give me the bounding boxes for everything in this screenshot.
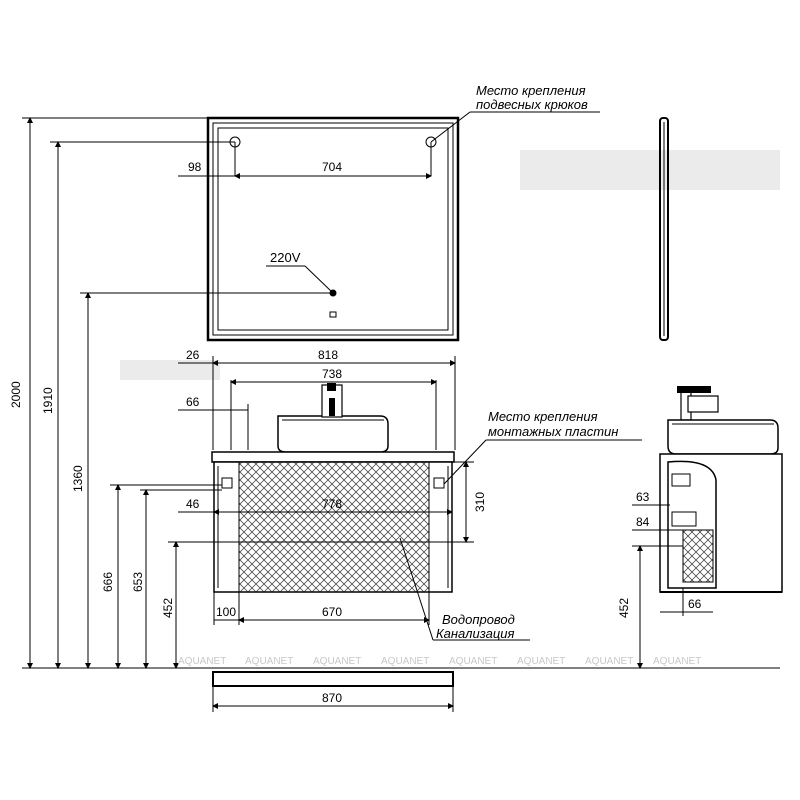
mirror-hook-dimensions: 98 704	[178, 160, 432, 182]
dim-818: 818	[318, 348, 338, 362]
dim-side-452: 452	[617, 598, 631, 618]
dim-310: 310	[473, 492, 487, 512]
watermark-5: AQUANET	[449, 656, 497, 667]
dim-98: 98	[188, 160, 202, 174]
plates-note-line2: монтажных пластин	[488, 424, 618, 439]
dim-738: 738	[322, 367, 342, 381]
watermark-1: AQUANET	[178, 656, 226, 667]
dim-452: 452	[161, 598, 175, 618]
faucet-icon	[321, 383, 343, 418]
cabinet-front-dimensions: 46 778 100 670 310	[178, 461, 487, 625]
plates-note-line1: Место крепления	[488, 409, 598, 424]
dim-2000: 2000	[9, 381, 23, 408]
plumbing-callout: Водопровод Канализация	[399, 537, 530, 641]
cabinet-front-view	[211, 451, 455, 593]
cabinet-side-view	[659, 386, 783, 593]
dim-1360: 1360	[71, 465, 85, 492]
switch-icon	[329, 311, 337, 318]
power-label: 220V	[270, 250, 301, 265]
top-width-dimensions: 26 818 738 66	[178, 348, 456, 450]
dim-704: 704	[322, 160, 342, 174]
mounting-plate-left-icon	[221, 477, 233, 489]
mirror-hooks-note-line1: Место крепления	[476, 83, 586, 98]
mounting-plates-callout: Место крепления монтажных пластин	[443, 409, 642, 485]
dim-666: 666	[101, 572, 115, 592]
mirror-side-view	[659, 117, 669, 341]
height-dimensions: 2000 1910 1360 666 653 452	[9, 117, 780, 669]
dim-63: 63	[636, 490, 650, 504]
dim-66: 66	[186, 395, 200, 409]
side-faucet-icon	[677, 386, 719, 421]
power-callout: 220V	[266, 250, 334, 294]
plumbing-note-line2: Канализация	[436, 626, 514, 641]
watermark-4: AQUANET	[381, 656, 429, 667]
dim-100: 100	[216, 605, 236, 619]
watermark-2: AQUANET	[245, 656, 293, 667]
side-view-dimensions: 63 84 452 66	[617, 490, 713, 669]
dim-870: 870	[322, 691, 342, 705]
mirror-hooks-note-line2: подвесных крюков	[476, 97, 588, 112]
base-plinth: 870	[212, 671, 454, 712]
mounting-plate-right-icon	[433, 477, 445, 489]
mirror-front-view	[206, 116, 460, 342]
mirror-hooks-callout: Место крепления подвесных крюков	[430, 83, 600, 143]
dim-84: 84	[636, 515, 650, 529]
aquanet-watermarks: AQUANET AQUANET AQUANET AQUANET AQUANET …	[178, 656, 701, 667]
dim-670: 670	[322, 605, 342, 619]
faint-background-watermark	[120, 150, 780, 380]
dim-46: 46	[186, 497, 200, 511]
watermark-6: AQUANET	[517, 656, 565, 667]
watermark-7: AQUANET	[585, 656, 633, 667]
dim-26: 26	[186, 348, 200, 362]
watermark-8: AQUANET	[653, 656, 701, 667]
plumbing-note-line1: Водопровод	[442, 612, 515, 627]
dim-653: 653	[131, 572, 145, 592]
dim-side-66: 66	[688, 597, 702, 611]
dim-778: 778	[322, 497, 342, 511]
basin-front-view	[277, 383, 389, 453]
dim-1910: 1910	[41, 387, 55, 414]
watermark-3: AQUANET	[313, 656, 361, 667]
